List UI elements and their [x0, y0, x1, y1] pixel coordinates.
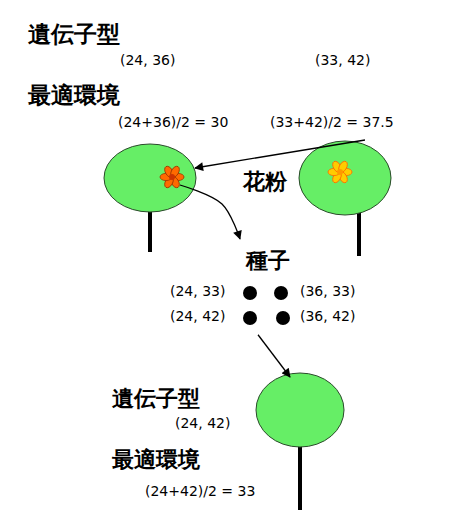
seed-dot [243, 286, 257, 300]
row-heading: 遺伝子型 [28, 22, 120, 47]
genotype-value: (24, 36) [120, 53, 175, 68]
row-heading: 最適環境 [28, 83, 120, 108]
tree-crown-frame [298, 140, 392, 216]
flower-petal [169, 175, 181, 189]
seed-cluster: 種子(24, 33)(36, 33)(24, 42)(36, 42) [238, 245, 298, 333]
edge-label: 花粉 [243, 170, 287, 194]
seed-dot [276, 311, 290, 325]
seed-dot [243, 311, 257, 325]
yellow-flower [328, 160, 352, 184]
genotype-value: (24, 42) [175, 416, 230, 431]
tree-crown [104, 144, 196, 212]
growth-arrow [258, 335, 290, 377]
optimum-value: (33+42)/2 = 37.5 [270, 115, 394, 130]
seed-genotype: (24, 33) [170, 284, 225, 299]
optimum-value: (24+42)/2 = 33 [145, 484, 255, 499]
flower-petal [337, 160, 349, 174]
flower-center [337, 169, 343, 175]
seed-genotype: (36, 33) [300, 284, 355, 299]
seed-heading: 種子 [246, 249, 290, 273]
row-heading: 遺伝子型 [112, 387, 200, 411]
tree-crown [299, 141, 391, 215]
flower-petal [160, 173, 172, 180]
flower-petal [163, 175, 175, 189]
seed-dot [274, 286, 288, 300]
seed-genotype: (36, 42) [300, 309, 355, 324]
flower-petal [328, 168, 340, 175]
flower-center [169, 174, 175, 180]
tree-trunk [298, 440, 302, 510]
row-heading: 最適環境 [112, 448, 200, 472]
flower-petal [169, 165, 181, 179]
optimum-value: (24+36)/2 = 30 [118, 115, 228, 130]
pollen-arrow [195, 140, 365, 168]
parent-tree: (24, 36)(24+36)/2 = 30 [103, 143, 197, 213]
tree-crown [256, 373, 344, 447]
tree-crown-frame [103, 143, 197, 213]
tree-crown-frame [255, 372, 345, 448]
flower-petal [340, 168, 352, 175]
flower-petal [337, 170, 349, 184]
seed-arrow [180, 185, 240, 239]
offspring-tree: 遺伝子型(24, 42)最適環境(24+42)/2 = 33 [255, 372, 345, 448]
flower-petal [331, 170, 343, 184]
genotype-value: (33, 42) [315, 53, 370, 68]
flower-petal [163, 165, 175, 179]
orange-flower [160, 165, 184, 189]
seed-genotype: (24, 42) [170, 309, 225, 324]
flower-petal [331, 160, 343, 174]
parent-tree: (33, 42)(33+42)/2 = 37.5 [298, 140, 392, 216]
flower-petal [172, 173, 184, 180]
